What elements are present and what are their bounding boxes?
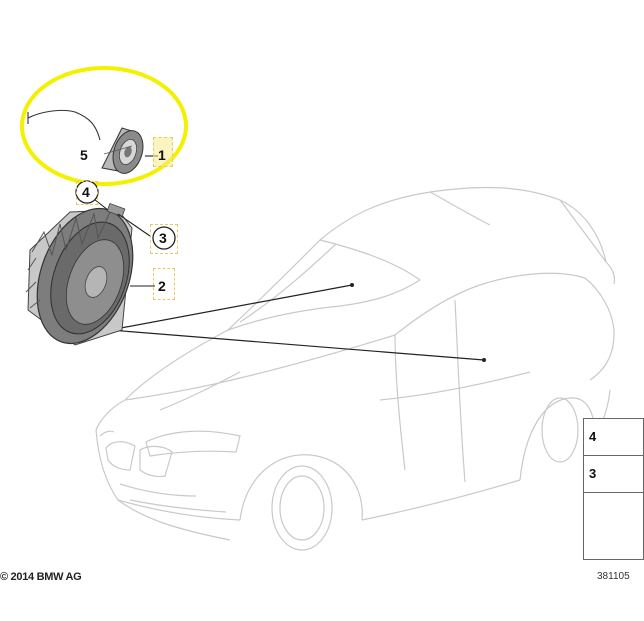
fastener-legend: 4 3 (583, 418, 644, 560)
car-outline (95, 186, 616, 551)
callout-3: 3 (159, 230, 167, 246)
highlight-ellipse (20, 66, 188, 186)
callout-1: 1 (158, 147, 166, 163)
callout-1-highlight (153, 137, 173, 167)
legend-row-4: 4 (584, 419, 643, 456)
callout-2: 2 (158, 278, 166, 294)
woofer-speaker (25, 195, 155, 346)
legend-number-3: 3 (589, 466, 597, 481)
callout-3-box (150, 224, 178, 254)
leader-lines (109, 284, 485, 361)
callout-5: 5 (80, 147, 88, 163)
tweeter-speaker (27, 109, 158, 174)
drawing-number: 381105 (597, 571, 630, 582)
callout-circle-3 (152, 226, 176, 250)
copyright-text: © 2014 BMW AG (0, 571, 82, 583)
legend-number-4: 4 (589, 429, 597, 444)
callout-2-box (153, 268, 175, 300)
callout-4-box (76, 181, 98, 205)
callout-4: 4 (82, 184, 90, 200)
legend-row-3: 3 (584, 456, 643, 493)
